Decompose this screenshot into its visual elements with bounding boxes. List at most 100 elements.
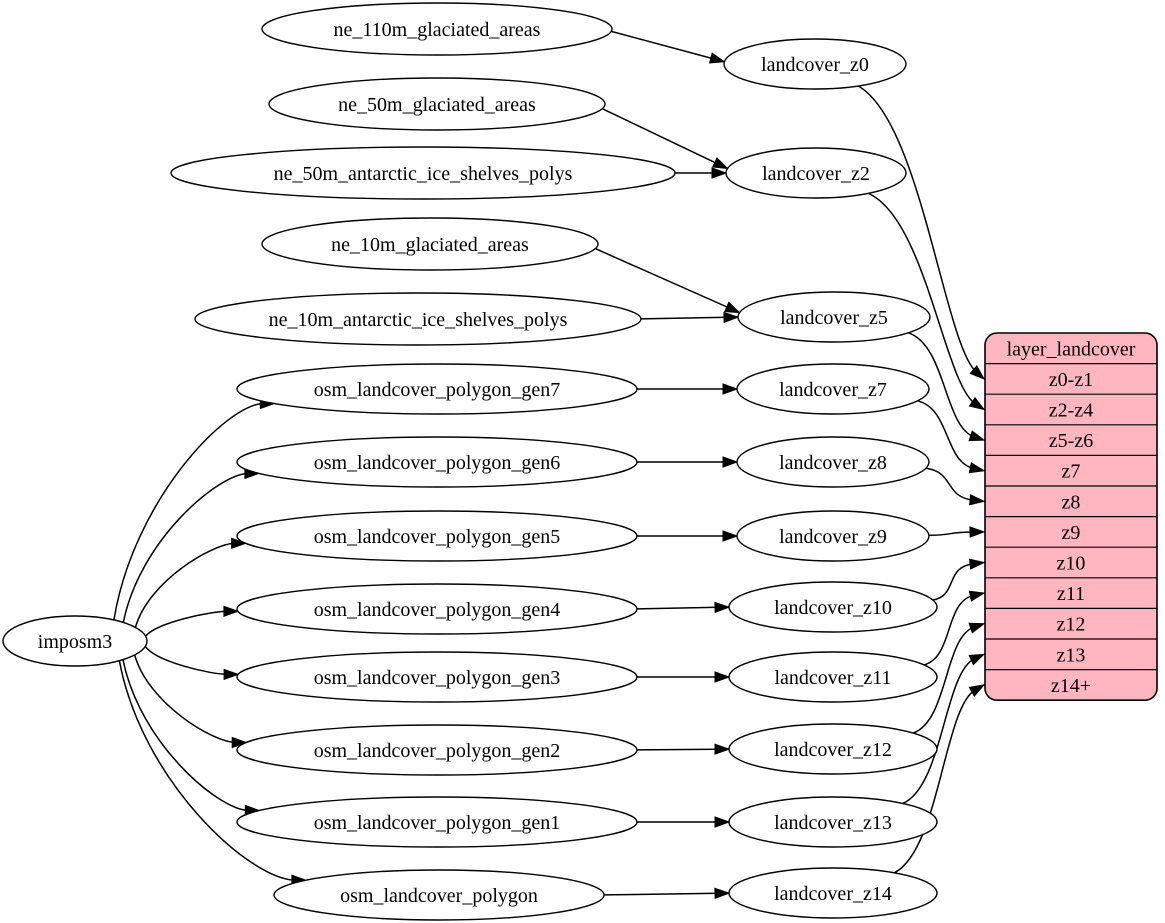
arrowhead-icon — [223, 668, 240, 681]
edge-line — [594, 247, 731, 310]
arrowhead-icon — [231, 736, 248, 749]
arrowhead-icon — [714, 601, 731, 614]
arrowhead-icon — [231, 537, 248, 550]
node-ne_10m_antarctic_ice_shelves_polys: ne_10m_antarctic_ice_shelves_polys — [194, 292, 642, 346]
node-label: landcover_z7 — [779, 379, 887, 401]
arrowhead-icon — [969, 365, 986, 380]
node-label: landcover_z9 — [779, 526, 887, 548]
edge-line — [893, 689, 976, 874]
record-layer_landcover: layer_landcoverz0-z1z2-z4z5-z6z7z8z9z10z… — [984, 332, 1158, 702]
edge-line — [122, 659, 250, 812]
node-label: ne_50m_glaciated_areas — [338, 94, 536, 116]
edge-osm_landcover_polygon_gen5--landcover_z9 — [637, 530, 739, 542]
edge-ne_110m_glaciated_areas--landcover_z0 — [611, 30, 726, 64]
edge-imposm3--osm_landcover_polygon_gen7 — [113, 397, 276, 621]
node-shape — [736, 363, 930, 415]
edge-line — [145, 610, 228, 637]
node-label: osm_landcover_polygon_gen3 — [314, 667, 561, 689]
edge-osm_landcover_polygon_gen1--landcover_z13 — [637, 816, 731, 828]
node-label: landcover_z8 — [779, 452, 887, 474]
node-landcover_z2: landcover_z2 — [725, 147, 907, 199]
node-label: landcover_z10 — [774, 597, 892, 619]
edge-osm_landcover_polygon_gen2--landcover_z12 — [636, 743, 731, 755]
node-label: ne_110m_glaciated_areas — [334, 19, 541, 41]
record-row-z8: z8 — [1062, 491, 1081, 513]
node-shape — [236, 436, 638, 488]
record-row-z11: z11 — [1057, 583, 1085, 605]
arrowhead-icon — [968, 622, 986, 634]
edge-line — [113, 402, 265, 621]
node-landcover_z10: landcover_z10 — [728, 581, 938, 633]
arrowhead-icon — [708, 52, 726, 64]
edge-landcover_z14--layer_landcover-z14+ — [893, 684, 986, 874]
node-landcover_z13: landcover_z13 — [728, 796, 938, 848]
arrowhead-icon — [968, 653, 986, 666]
edge-line — [923, 594, 975, 666]
node-shape — [236, 583, 638, 635]
edge-ne_10m_glaciated_areas--landcover_z5 — [594, 247, 741, 314]
arrowhead-icon — [968, 590, 986, 602]
node-ne_50m_antarctic_ice_shelves_polys: ne_50m_antarctic_ice_shelves_polys — [170, 146, 676, 200]
edge-line — [636, 606, 720, 610]
node-shape — [728, 651, 938, 703]
node-shape — [736, 510, 930, 562]
edge-line — [144, 645, 229, 676]
record-row-z13: z13 — [1057, 644, 1086, 666]
record-row-z5-z6: z5-z6 — [1049, 430, 1093, 452]
arrowhead-icon — [714, 816, 731, 828]
record-header: layer_landcover — [1007, 338, 1136, 360]
record-row-z14+: z14+ — [1051, 675, 1091, 697]
node-ne_10m_glaciated_areas: ne_10m_glaciated_areas — [261, 217, 599, 271]
edge-landcover_z13--layer_landcover-z13 — [902, 653, 986, 805]
arrowhead-icon — [968, 684, 986, 697]
edge-osm_landcover_polygon--landcover_z14 — [603, 887, 731, 900]
arrowhead-icon — [714, 743, 731, 755]
node-shape — [261, 217, 599, 271]
edge-landcover_z10--layer_landcover-z10 — [932, 558, 986, 601]
edge-landcover_z7--layer_landcover-z7 — [917, 400, 986, 474]
edge-line — [118, 660, 296, 881]
node-label: landcover_z12 — [774, 739, 892, 761]
arrowhead-icon — [722, 530, 739, 542]
node-ne_110m_glaciated_areas: ne_110m_glaciated_areas — [261, 2, 613, 56]
node-shape — [728, 867, 938, 919]
node-shape — [236, 363, 638, 415]
node-osm_landcover_polygon_gen6: osm_landcover_polygon_gen6 — [236, 436, 638, 488]
edge-osm_landcover_polygon_gen7--landcover_z7 — [637, 383, 739, 395]
node-shape — [236, 510, 638, 562]
edge-landcover_z2--layer_landcover-z2-z4 — [867, 192, 986, 411]
node-label: osm_landcover_polygon — [340, 885, 538, 907]
node-landcover_z12: landcover_z12 — [728, 723, 938, 775]
edge-line — [636, 748, 720, 751]
node-label: osm_landcover_polygon_gen7 — [314, 379, 561, 401]
node-landcover_z5: landcover_z5 — [737, 291, 931, 343]
edge-line — [640, 316, 729, 320]
node-osm_landcover_polygon_gen4: osm_landcover_polygon_gen4 — [236, 583, 638, 635]
edge-imposm3--osm_landcover_polygon_gen5 — [134, 537, 248, 628]
node-label: osm_landcover_polygon_gen1 — [314, 812, 561, 834]
arrowhead-icon — [711, 167, 728, 179]
record-row-z10: z10 — [1057, 553, 1086, 575]
node-landcover_z9: landcover_z9 — [736, 510, 930, 562]
edge-landcover_z0--layer_landcover-z0-z1 — [857, 85, 986, 380]
edge-imposm3--osm_landcover_polygon_gen1 — [122, 659, 261, 817]
edge-line — [925, 467, 975, 502]
edge-imposm3--osm_landcover_polygon — [118, 660, 308, 886]
node-osm_landcover_polygon: osm_landcover_polygon — [273, 869, 605, 921]
node-label: landcover_z2 — [762, 163, 870, 185]
edge-line — [912, 626, 975, 734]
node-shape — [728, 796, 938, 848]
node-shape — [725, 147, 907, 199]
node-label: osm_landcover_polygon_gen5 — [314, 526, 561, 548]
node-shape — [723, 38, 907, 90]
node-label: ne_50m_antarctic_ice_shelves_polys — [274, 163, 573, 185]
edge-landcover_z12--layer_landcover-z12 — [912, 622, 986, 734]
edge-osm_landcover_polygon_gen6--landcover_z8 — [637, 456, 739, 468]
node-label: landcover_z14 — [774, 883, 892, 905]
arrowhead-icon — [711, 157, 729, 170]
node-label: landcover_z13 — [774, 812, 892, 834]
edge-line — [611, 30, 715, 60]
arrowhead-icon — [968, 430, 986, 442]
node-shape — [728, 581, 938, 633]
edge-landcover_z9--layer_landcover-z9 — [928, 526, 986, 538]
